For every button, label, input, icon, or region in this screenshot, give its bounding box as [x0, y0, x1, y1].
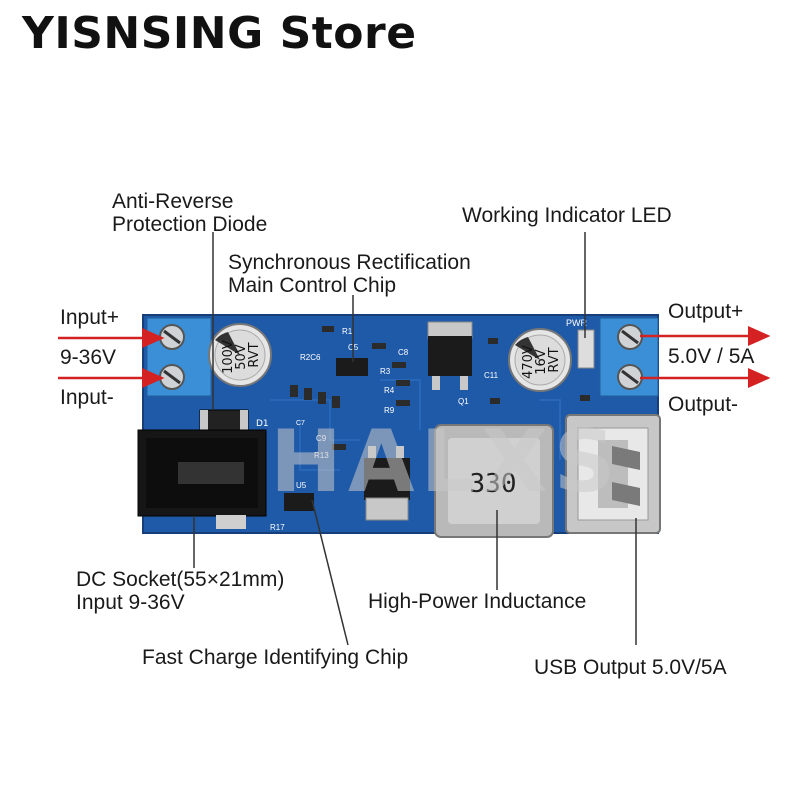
store-title: YISNSING Store — [22, 8, 417, 59]
cap-left-marking: 100V 50V RVT — [221, 336, 262, 374]
silk-c6: R2C6 — [300, 353, 321, 362]
silk-c11: C11 — [484, 371, 499, 380]
watermark: HALXS — [270, 412, 622, 512]
usb-port — [565, 414, 661, 534]
capacitor-right — [508, 328, 572, 392]
inductor-marking: 330 — [470, 469, 517, 499]
capacitor-left — [208, 323, 272, 387]
label-usb-output: USB Output 5.0V/5A — [534, 656, 727, 679]
label-output-minus: Output- — [668, 393, 739, 416]
fast-charge-chip — [284, 493, 314, 511]
leader-lines — [193, 232, 637, 646]
silk-pwr: PWR — [566, 318, 587, 328]
input-terminal-block — [146, 317, 212, 397]
dc-socket — [137, 429, 267, 529]
silk-r17: R17 — [270, 523, 285, 532]
silk-c9: C9 — [316, 434, 327, 443]
silk-r4: R4 — [384, 386, 395, 395]
mosfet-q1 — [427, 321, 473, 390]
label-input-plus: Input+ — [60, 306, 119, 329]
silk-r9: R9 — [384, 406, 395, 415]
silk-r13: R13 — [314, 451, 329, 460]
pwr-led — [577, 329, 595, 369]
silk-d1: D1 — [256, 419, 269, 429]
inductor — [434, 424, 554, 538]
silk-u5: U5 — [296, 481, 307, 490]
label-input-minus: Input- — [60, 386, 114, 409]
main-control-chip — [336, 358, 368, 376]
label-dc-socket: DC Socket(55×21mm) Input 9-36V — [76, 568, 285, 614]
smd-components — [290, 326, 590, 450]
label-input-voltage: 9-36V — [60, 346, 117, 369]
silk-c8: C8 — [398, 348, 409, 357]
label-fast-charge: Fast Charge Identifying Chip — [142, 646, 409, 669]
cap-right-marking: 470V 16V RVT — [521, 341, 562, 379]
label-control-chip: Synchronous Rectification Main Control C… — [228, 251, 471, 297]
mosfet-bottom — [364, 446, 410, 521]
output-terminal-block — [599, 317, 659, 397]
silk-q1: Q1 — [458, 397, 469, 406]
label-output-voltage: 5.0V / 5A — [668, 345, 755, 368]
silk-c7: C7 — [296, 420, 305, 427]
label-diode: Anti-Reverse Protection Diode — [112, 190, 268, 236]
label-led: Working Indicator LED — [462, 204, 672, 227]
label-output-plus: Output+ — [668, 300, 744, 323]
io-arrows — [58, 326, 771, 388]
silk-r1: R1 — [342, 327, 353, 336]
silk-r3: R3 — [380, 367, 391, 376]
label-inductance: High-Power Inductance — [368, 590, 587, 613]
